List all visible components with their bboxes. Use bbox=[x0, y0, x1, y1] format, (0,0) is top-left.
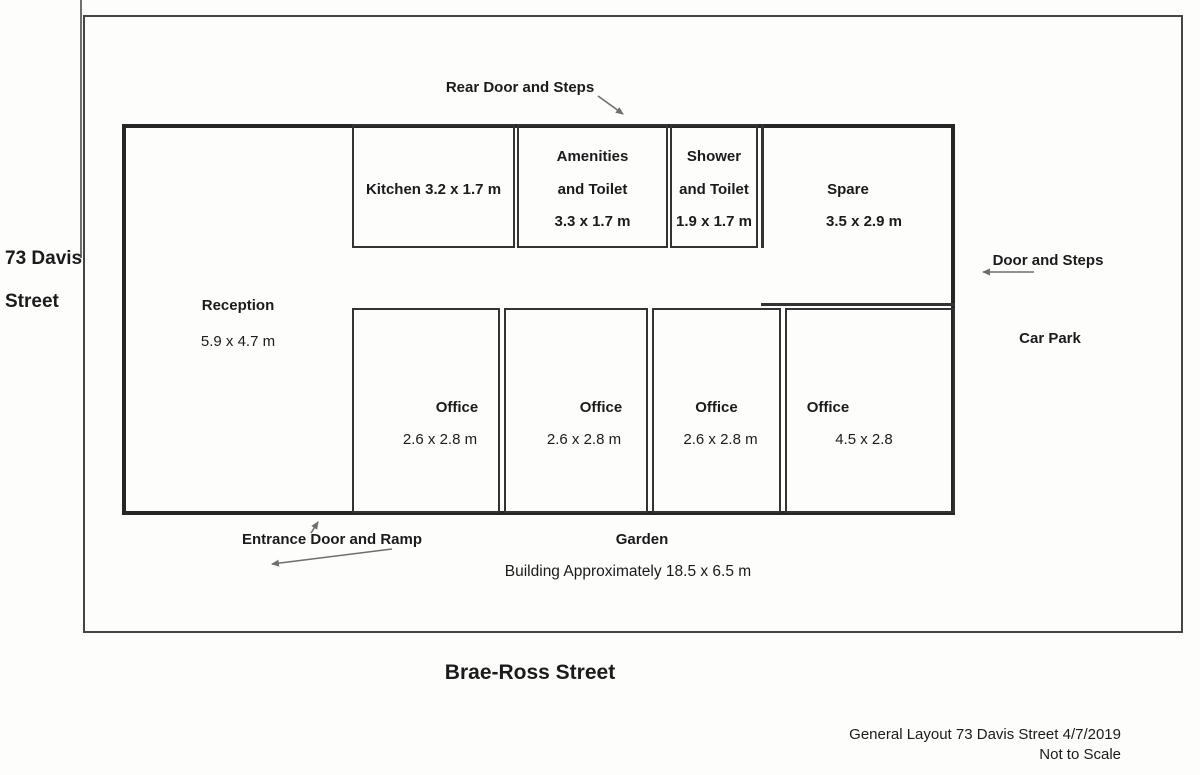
office-1-dims: 2.6 x 2.8 m bbox=[402, 431, 478, 448]
office-2-name: Office bbox=[579, 399, 623, 416]
reception-name: Reception bbox=[201, 297, 275, 314]
office-3-name: Office bbox=[695, 399, 738, 416]
office-4-name: Office bbox=[806, 399, 850, 416]
scan-artifact-line bbox=[80, 0, 82, 258]
footer-title: General Layout 73 Davis Street 4/7/2019 bbox=[849, 726, 1121, 743]
room-kitchen bbox=[352, 124, 515, 248]
spare-name: Spare bbox=[827, 181, 869, 198]
side-door-label: Door and Steps bbox=[992, 252, 1104, 269]
spare-left-wall bbox=[761, 124, 764, 248]
entrance-label: Entrance Door and Ramp bbox=[242, 531, 423, 548]
room-office-3 bbox=[652, 308, 781, 513]
shower-name-2: and Toilet bbox=[679, 181, 749, 198]
site-address-line2: Street bbox=[5, 291, 59, 312]
site-address-line1: 73 Davis bbox=[5, 248, 83, 269]
room-office-1 bbox=[352, 308, 500, 513]
office-1-name: Office bbox=[435, 399, 479, 416]
office-4-dims: 4.5 x 2.8 bbox=[835, 431, 893, 448]
room-office-2 bbox=[504, 308, 648, 513]
building-size-label: Building Approximately 18.5 x 6.5 m bbox=[504, 563, 752, 580]
footer-note: Not to Scale bbox=[1039, 746, 1121, 763]
cross-street-label: Brae-Ross Street bbox=[444, 661, 616, 684]
room-amenities bbox=[517, 124, 668, 248]
room-office-4 bbox=[785, 308, 955, 513]
office-3-dims: 2.6 x 2.8 m bbox=[683, 431, 758, 448]
room-shower bbox=[670, 124, 758, 248]
amenities-name: Amenities bbox=[556, 148, 629, 165]
office-2-dims: 2.6 x 2.8 m bbox=[546, 431, 622, 448]
car-park-label: Car Park bbox=[1019, 330, 1081, 347]
rear-door-label: Rear Door and Steps bbox=[445, 79, 595, 96]
plan-sheet-border bbox=[83, 15, 1183, 633]
shower-name: Shower bbox=[686, 148, 742, 165]
room-spare bbox=[761, 124, 955, 306]
amenities-dims: 3.3 x 1.7 m bbox=[554, 213, 631, 230]
shower-dims: 1.9 x 1.7 m bbox=[676, 213, 752, 230]
spare-dims: 3.5 x 2.9 m bbox=[826, 213, 902, 230]
kitchen-label: Kitchen 3.2 x 1.7 m bbox=[365, 181, 502, 198]
garden-label: Garden bbox=[615, 531, 669, 548]
reception-dims: 5.9 x 4.7 m bbox=[200, 333, 276, 350]
amenities-name-2: and Toilet bbox=[557, 181, 628, 198]
